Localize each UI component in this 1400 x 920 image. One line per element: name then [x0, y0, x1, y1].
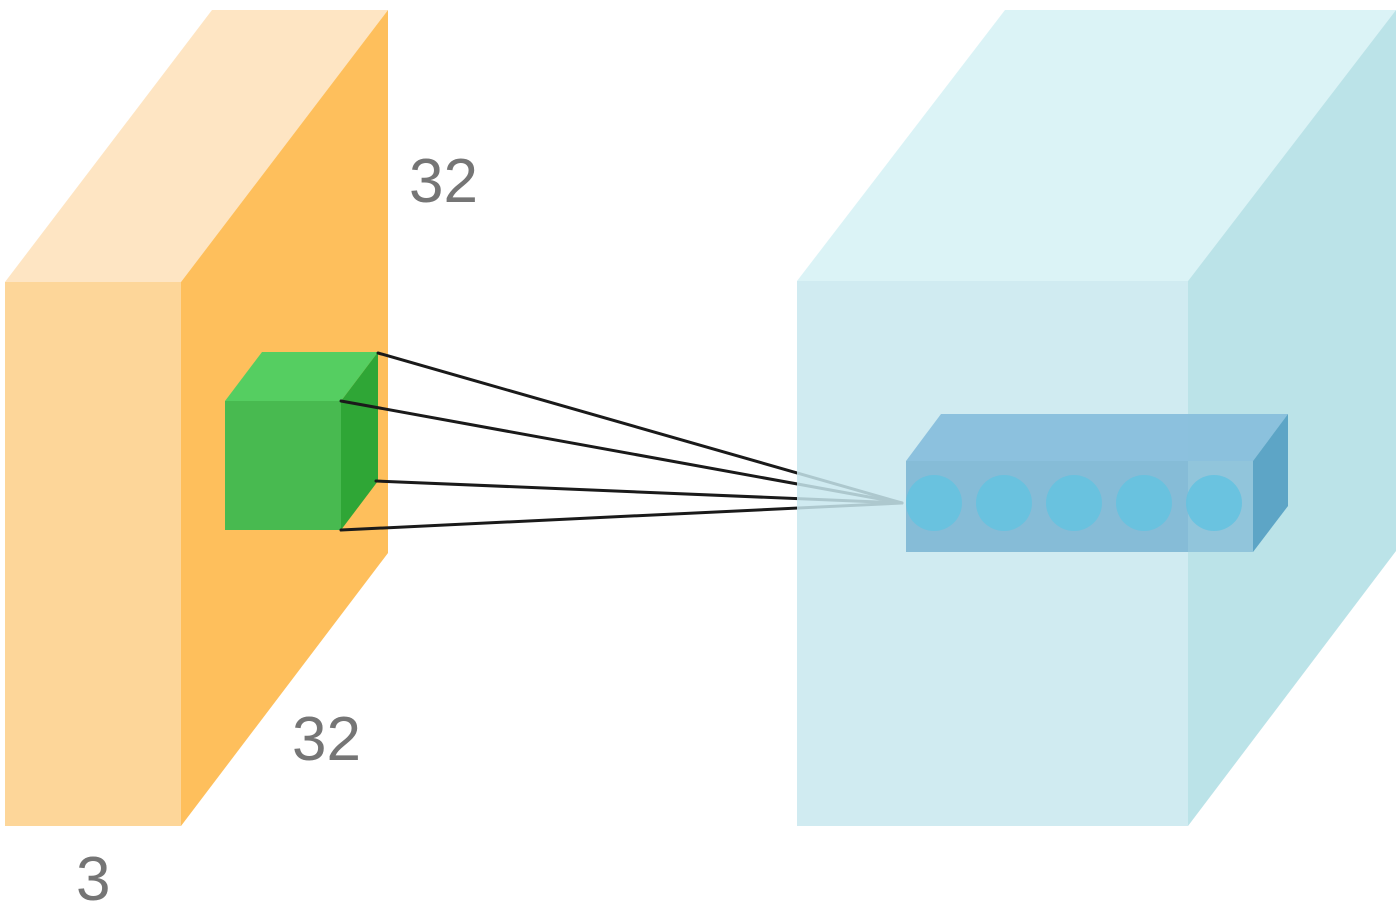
neuron-column-side-face — [1253, 414, 1288, 552]
neuron-column — [906, 414, 1288, 552]
neuron-circle — [1186, 475, 1242, 531]
neuron-group — [906, 475, 1242, 531]
output-volume-front-face — [797, 281, 1188, 826]
input-depth-label: 3 — [76, 845, 110, 914]
input-width-label: 32 — [292, 705, 361, 774]
filter-front-face — [225, 401, 341, 530]
filter-side-face — [341, 352, 378, 530]
filter-cube — [225, 352, 378, 530]
filter-top-face — [225, 352, 378, 401]
output-volume-top-face — [797, 10, 1396, 281]
neuron-circle — [976, 475, 1032, 531]
input-volume-top-face — [5, 10, 388, 282]
input-volume-front-face — [5, 282, 181, 826]
input-height-label: 32 — [409, 147, 478, 216]
neuron-column-top-face — [906, 414, 1288, 461]
neuron-circle — [1046, 475, 1102, 531]
neuron-circle — [906, 475, 962, 531]
output-volume-side-face — [1188, 10, 1396, 826]
neuron-circle — [1116, 475, 1172, 531]
